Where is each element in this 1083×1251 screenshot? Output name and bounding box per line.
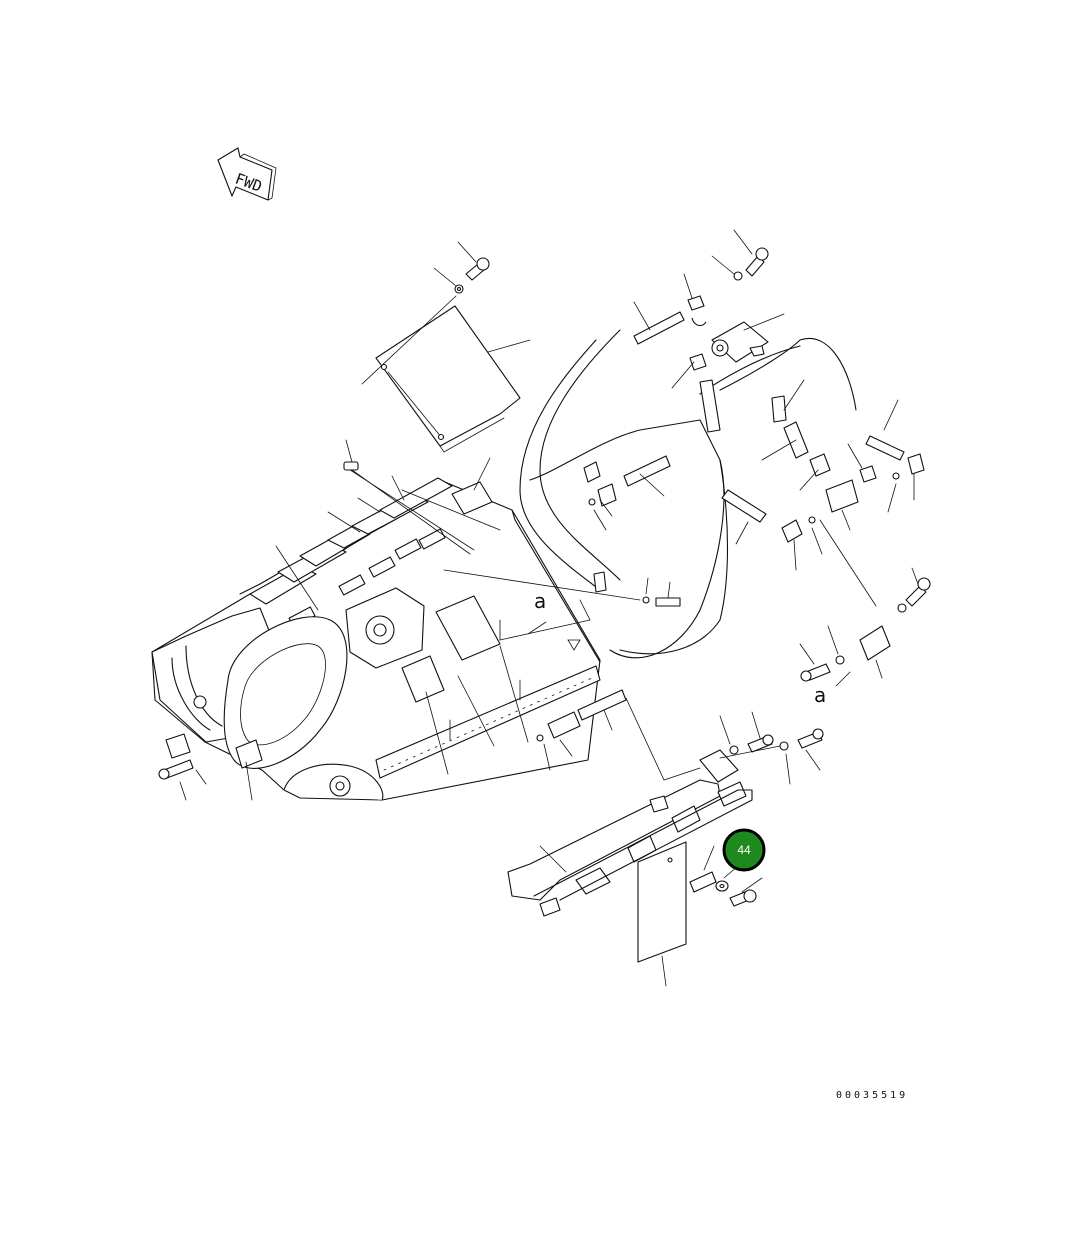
view-marker-lower-label: a bbox=[814, 683, 826, 707]
bolt-icon bbox=[457, 241, 490, 281]
washer-icon bbox=[715, 880, 729, 892]
callout-44-number[interactable]: 44 bbox=[737, 843, 751, 857]
fitting-icon bbox=[343, 461, 471, 555]
bolt-icon bbox=[642, 577, 681, 607]
top-cover-plate bbox=[375, 305, 531, 453]
fwd-arrow-icon: FWD bbox=[217, 147, 277, 201]
lower-bracket-assembly bbox=[507, 749, 753, 917]
hose-lines bbox=[519, 329, 857, 659]
washer-icon bbox=[897, 603, 907, 613]
drawing-number: 00035519 bbox=[836, 1090, 909, 1101]
valve-block-icon bbox=[711, 313, 785, 363]
bolt-icon bbox=[799, 643, 831, 682]
hose-fitting-icon bbox=[536, 689, 627, 771]
main-frame bbox=[151, 477, 601, 801]
washer-icon bbox=[779, 741, 791, 785]
callout-44[interactable]: 44 bbox=[722, 828, 766, 879]
view-marker-upper: a bbox=[527, 589, 547, 635]
clamp-icon bbox=[859, 625, 891, 679]
bolt-icon bbox=[733, 229, 769, 277]
bracket-icon bbox=[689, 845, 717, 893]
hose-fitting-icon bbox=[699, 379, 831, 491]
bolt-icon bbox=[729, 877, 763, 907]
view-marker-upper-label: a bbox=[534, 589, 546, 613]
washer-icon bbox=[827, 625, 845, 665]
mat-plate bbox=[637, 841, 687, 987]
washer-icon bbox=[433, 267, 464, 294]
bolt-icon bbox=[158, 759, 194, 780]
washer-icon bbox=[719, 715, 739, 755]
elbow-fitting-icon bbox=[683, 273, 707, 327]
hose-fitting-icon bbox=[583, 455, 671, 531]
view-marker-lower: a bbox=[814, 683, 826, 707]
bolt-icon bbox=[747, 711, 774, 753]
callout-44-badge[interactable] bbox=[722, 828, 766, 872]
bolt-icon bbox=[797, 728, 824, 771]
hose-fitting-icon bbox=[721, 399, 925, 571]
washer-icon bbox=[711, 255, 743, 281]
bolt-icon bbox=[905, 567, 931, 607]
pipe-icon bbox=[633, 301, 685, 345]
connector-icon bbox=[671, 353, 707, 389]
